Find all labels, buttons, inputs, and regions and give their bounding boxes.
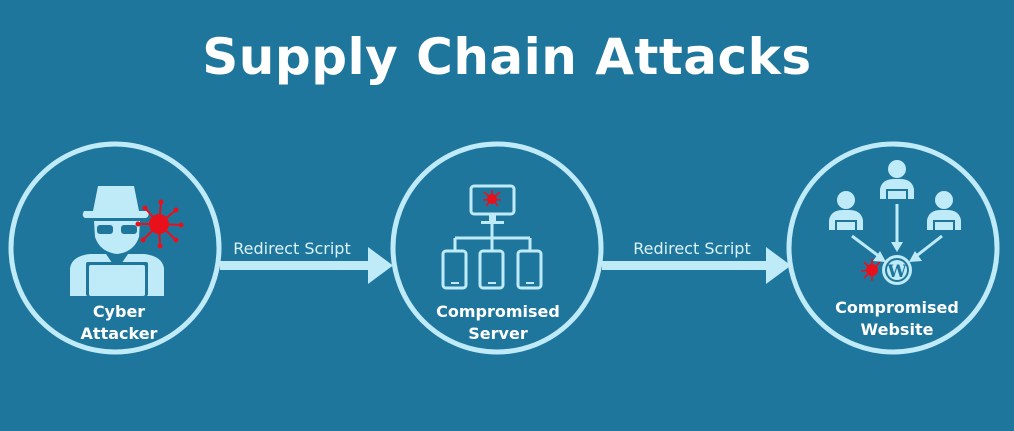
node-label-server: Compromised Server	[408, 301, 588, 345]
node-circle-server	[390, 141, 604, 355]
node-label-attacker: Cyber Attacker	[29, 301, 209, 345]
node-label-attacker-line1: Cyber	[92, 302, 146, 321]
node-label-website-line2: Website	[860, 320, 934, 339]
svg-text:W: W	[886, 262, 907, 282]
node-label-server-line2: Server	[468, 324, 528, 343]
edge-label-server-website: Redirect Script	[633, 239, 751, 258]
network-server-icon	[441, 184, 543, 290]
node-label-attacker-line2: Attacker	[80, 324, 158, 343]
node-label-website-line1: Compromised	[835, 298, 959, 317]
arrow-attacker-to-server	[220, 247, 393, 284]
arrow-server-to-website	[602, 247, 791, 284]
virus-icon-website	[860, 259, 881, 281]
virus-icon-server	[482, 190, 502, 207]
virus-icon	[135, 199, 184, 249]
edge-label-attacker-server: Redirect Script	[233, 239, 351, 258]
wordpress-icon: W	[882, 255, 912, 285]
node-label-server-line1: Compromised	[436, 302, 560, 321]
hacker-icon	[70, 186, 164, 296]
node-circle-attacker	[8, 141, 222, 355]
diagram-title: Supply Chain Attacks	[202, 28, 812, 86]
users-icon	[829, 160, 961, 262]
node-circle-website	[786, 141, 1000, 355]
node-label-website: Compromised Website	[807, 297, 987, 341]
